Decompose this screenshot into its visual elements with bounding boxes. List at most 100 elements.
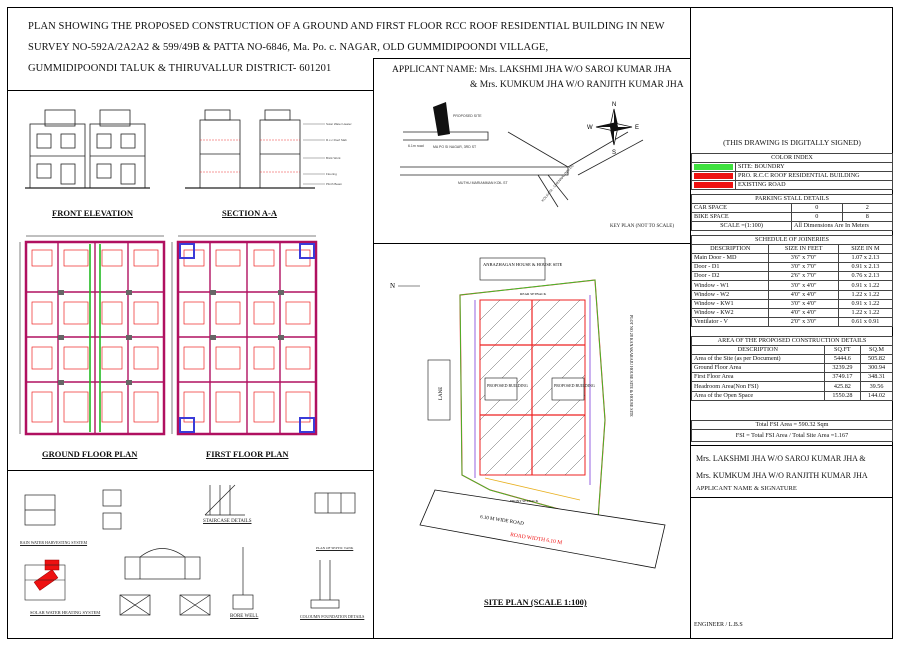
- key-proposed-label: PROPOSED SITE: [453, 114, 482, 118]
- swatch-red: [694, 173, 733, 180]
- table-cell: 2'0" x 3'0": [768, 316, 839, 327]
- color-index-row: SITE: BOUNDRY: [691, 162, 893, 173]
- front-elevation-drawing: [25, 109, 150, 189]
- details-drawing: [24, 484, 356, 616]
- table-cell: 300.94: [860, 363, 893, 374]
- section-caption: SECTION A-A: [222, 208, 278, 218]
- color-index-label: EXISTING ROAD: [735, 180, 893, 191]
- table-cell: 144.02: [860, 390, 893, 401]
- divider: [690, 7, 691, 639]
- road-label: 6.10 M WIDE ROAD: [480, 515, 525, 527]
- title-line: GUMMIDIPOONDI TALUK & THIRUVALLUR DISTRI…: [28, 63, 332, 74]
- table-cell: 1.22 x 1.22: [837, 289, 894, 300]
- area-details: AREA OF THE PROPOSED CONSTRUCTION DETAIL…: [691, 335, 893, 401]
- table-cell: Main Door - MD: [690, 253, 770, 264]
- table-cell: 1.22 x 1.22: [837, 307, 894, 318]
- title-line: PLAN SHOWING THE PROPOSED CONSTRUCTION O…: [28, 21, 665, 32]
- swatch-red: [694, 182, 733, 189]
- sign-line: Mrs. LAKSHMI JHA W/O SAROJ KUMAR JHA &: [696, 454, 866, 463]
- joinery-title: SCHEDULE OF JOINERIES: [691, 234, 893, 246]
- divider: [690, 445, 893, 446]
- plot-right-label: PLOT NO 28 KANAKARAJU HOUSE SITE & HOUSE…: [629, 315, 634, 417]
- table-cell: 3'0" x 4'0": [768, 298, 839, 309]
- key-road-label: MA PO SI NAGAR, 3RD ST: [433, 145, 477, 149]
- table-cell: 0.76 x 2.13: [837, 271, 894, 282]
- table-cell: Area of the Open Space: [691, 390, 825, 401]
- fsi-ratio: FSI = Total FSI Area / Total Site Area =…: [691, 429, 893, 443]
- rear-setback-label: REAR SETBACK: [520, 292, 547, 296]
- swatch-green: [694, 164, 733, 171]
- svg-text:R.c.c Roof Slab: R.c.c Roof Slab: [326, 138, 347, 142]
- table-cell: Ventilator - V: [690, 316, 770, 327]
- table-cell: Window - W1: [690, 280, 770, 291]
- fsi-details: Total FSI Area = 590.32 Sqm FSI = Total …: [691, 419, 893, 443]
- table-cell: Headroom Area(Non FSI): [691, 381, 825, 392]
- color-index-title: COLOR INDEX: [691, 152, 893, 164]
- table-cell: 1550.28: [823, 390, 862, 401]
- table-cell: 2'6" x 7'0": [768, 271, 839, 282]
- key-plan-caption: KEY PLAN (NOT TO SCALE): [610, 224, 674, 229]
- table-cell: Window - KW1: [690, 298, 770, 309]
- site-plan-caption: SITE PLAN (SCALE 1:100): [484, 597, 587, 607]
- staircase-caption: STAIRCASE DETAILS: [203, 519, 252, 524]
- table-cell: 3'0" x 7'0": [768, 262, 839, 273]
- table-cell: 3'0" x 4'0": [768, 280, 839, 291]
- solar-caption: SOLAR WATER HEATING SYSTEM: [30, 610, 101, 615]
- table-cell: 3'6" x 7'0": [768, 253, 839, 264]
- table-cell: Door - D1: [690, 262, 770, 273]
- divider: [373, 243, 690, 244]
- table-cell: 39.56: [860, 381, 893, 392]
- table-cell: 0.61 x 0.91: [837, 316, 894, 327]
- table-cell: 348.31: [860, 372, 893, 383]
- site-building-label: PROPOSED BUILDING: [487, 383, 528, 388]
- table-cell: Window - KW2: [690, 307, 770, 318]
- sign-line: Mrs. KUMKUM JHA W/O RANJITH KUMAR JHA: [696, 471, 868, 480]
- ground-floor-plan-drawing: [19, 235, 166, 436]
- sign-label: APPLICANT NAME & SIGNATURE: [696, 485, 797, 492]
- column-caption: COLOUMN FOUNDATION DETAILS: [300, 614, 365, 619]
- color-index-row: PRO. R.C.C ROOF RESIDENTIAL BUILDING: [691, 171, 893, 182]
- key-road-label: MUTHU MARIAMMAN KOIL ST: [458, 181, 509, 185]
- front-elevation-caption: FRONT ELEVATION: [52, 208, 134, 218]
- bore-well-caption: BORE WELL: [230, 614, 259, 619]
- table-cell: 0.91 x 1.22: [837, 298, 894, 309]
- divider: [7, 470, 373, 471]
- front-setback-label: FRONT SETBACK: [510, 499, 539, 503]
- table-row: Area of the Site (as per Document)5444.6…: [691, 354, 893, 365]
- table-cell: 0.91 x 1.22: [837, 280, 894, 291]
- applicant-line: APPLICANT NAME: Mrs. LAKSHMI JHA W/O SAR…: [392, 65, 672, 75]
- divider: [373, 58, 690, 59]
- color-index-row: EXISTING ROAD: [691, 180, 893, 191]
- site-plan-drawing: PROPOSED BUILDING PROPOSED BUILDING ANBA…: [390, 257, 666, 569]
- compass-icon: N E S W: [587, 102, 639, 156]
- table-cell: Window - W2: [690, 289, 770, 300]
- septic-caption: PLAN OF SEPTIC TANK: [316, 546, 354, 550]
- table-cell: 0.91 x 2.13: [837, 262, 894, 273]
- applicant-line: & Mrs. KUMKUM JHA W/O RANJITH KUMAR JHA: [470, 80, 684, 90]
- divider: [690, 497, 893, 498]
- parking-title: PARKING STALL DETAILS: [691, 193, 893, 205]
- svg-text:Flooring: Flooring: [326, 172, 337, 176]
- divider: [7, 90, 373, 91]
- first-floor-plan-drawing: [171, 235, 318, 436]
- table-cell: Door - D2: [690, 271, 770, 282]
- svg-text:N: N: [612, 102, 616, 108]
- table-cell: Ground Floor Area: [691, 363, 825, 374]
- engineer-label: ENGINEER / L.B.S: [694, 622, 743, 628]
- applicant-signature: Mrs. LAKSHMI JHA W/O SAROJ KUMAR JHA & M…: [696, 450, 868, 494]
- table-cell: 4'0" x 4'0": [768, 307, 839, 318]
- first-floor-caption: FIRST FLOOR PLAN: [206, 449, 289, 459]
- key-road-label: KOLKATA - CHENNAI (NH-16): [541, 164, 575, 203]
- color-index: COLOR INDEX SITE: BOUNDRY PRO. R.C.C ROO…: [691, 152, 893, 191]
- table-cell: 3749.17: [823, 372, 862, 383]
- total-fsi: Total FSI Area = 590.32 Sqm: [691, 419, 893, 431]
